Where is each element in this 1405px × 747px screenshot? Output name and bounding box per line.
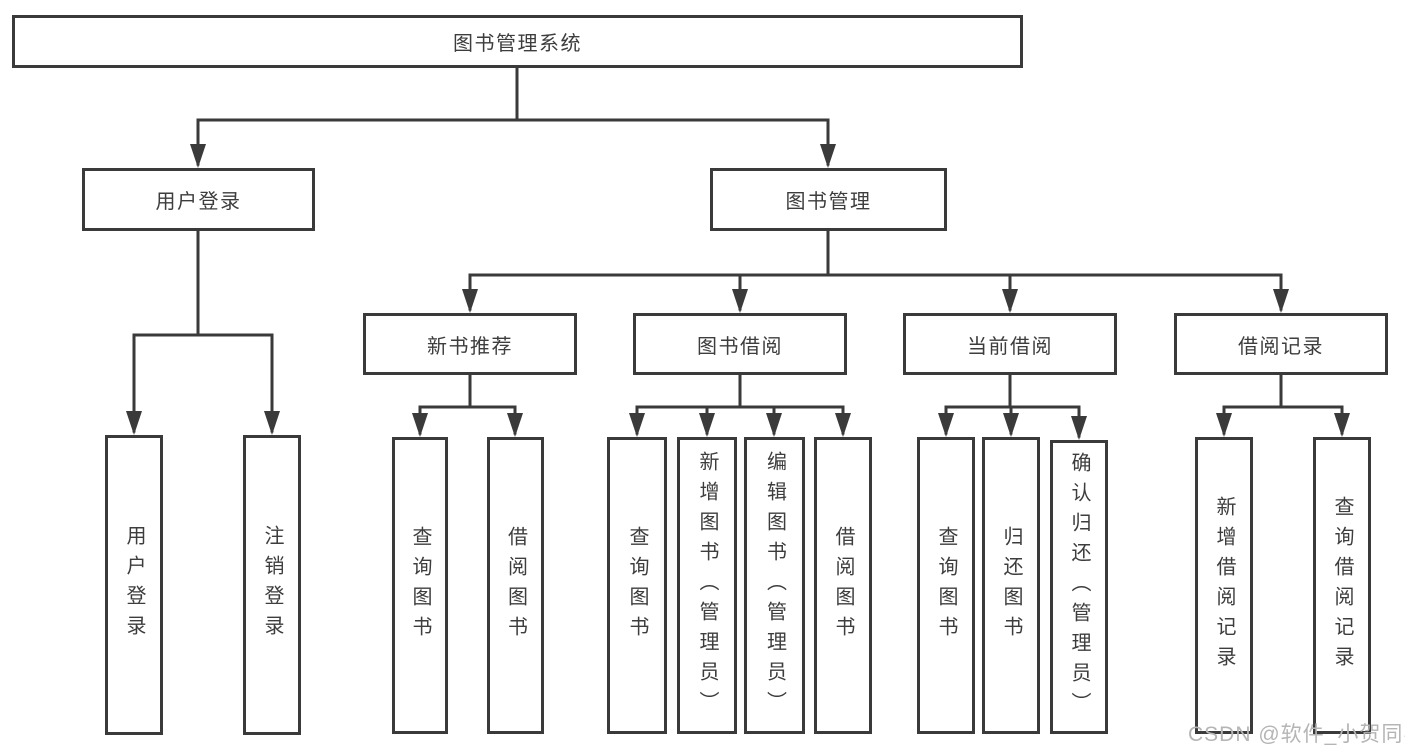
node-edit-books-admin-label: 编辑图书（管理员）: [763, 450, 786, 721]
node-query-books-recommend-label: 查询图书: [409, 525, 431, 646]
node-book-borrow-label: 图书借阅: [697, 335, 783, 358]
node-borrow-records-label: 借阅记录: [1238, 335, 1324, 358]
node-borrow-books-borrow-label: 借阅图书: [832, 525, 854, 646]
node-add-books-admin: 新增图书（管理员）: [677, 437, 737, 734]
node-user-login: 用户登录: [82, 168, 315, 231]
node-book-management-label: 图书管理: [785, 191, 872, 213]
node-add-borrow-record: 新增借阅记录: [1195, 437, 1253, 734]
node-book-borrow: 图书借阅: [633, 313, 847, 375]
node-borrow-books-recommend: 借阅图书: [487, 437, 544, 734]
node-confirm-return-admin-label: 确认归还（管理员）: [1068, 452, 1090, 722]
node-borrow-books-borrow: 借阅图书: [814, 437, 872, 734]
node-library-system-label: 图书管理系统: [453, 33, 582, 55]
node-logout-op: 注销登录: [243, 435, 301, 735]
watermark: CSDN @软件_小贺同学: [1188, 723, 1405, 746]
connector-lines: [132, 66, 1344, 438]
node-query-books-current-label: 查询图书: [935, 525, 957, 646]
node-add-borrow-record-label: 新增借阅记录: [1213, 495, 1235, 676]
node-logout-op-label: 注销登录: [261, 525, 283, 645]
node-current-borrow-label: 当前借阅: [967, 335, 1053, 358]
node-user-login-op-label: 用户登录: [123, 525, 145, 645]
node-add-books-admin-label: 新增图书（管理员）: [696, 450, 718, 721]
node-new-book-recommend-label: 新书推荐: [427, 335, 513, 358]
node-query-borrow-record-label: 查询借阅记录: [1331, 495, 1353, 676]
node-query-borrow-record: 查询借阅记录: [1313, 437, 1371, 734]
node-current-borrow: 当前借阅: [903, 313, 1117, 375]
node-query-books-current: 查询图书: [917, 437, 975, 734]
node-library-system: 图书管理系统: [12, 15, 1023, 68]
node-return-books: 归还图书: [982, 437, 1040, 734]
node-book-management: 图书管理: [710, 168, 947, 231]
node-query-books-borrow-label: 查询图书: [626, 525, 648, 646]
node-borrow-books-recommend-label: 借阅图书: [504, 525, 527, 646]
node-return-books-label: 归还图书: [1000, 525, 1022, 646]
node-borrow-records: 借阅记录: [1174, 313, 1388, 375]
node-confirm-return-admin: 确认归还（管理员）: [1050, 440, 1108, 734]
node-user-login-op: 用户登录: [105, 435, 163, 735]
node-query-books-borrow: 查询图书: [607, 437, 667, 734]
node-edit-books-admin: 编辑图书（管理员）: [744, 437, 805, 734]
node-new-book-recommend: 新书推荐: [363, 313, 577, 375]
node-query-books-recommend: 查询图书: [392, 437, 448, 734]
node-user-login-label: 用户登录: [155, 191, 242, 213]
